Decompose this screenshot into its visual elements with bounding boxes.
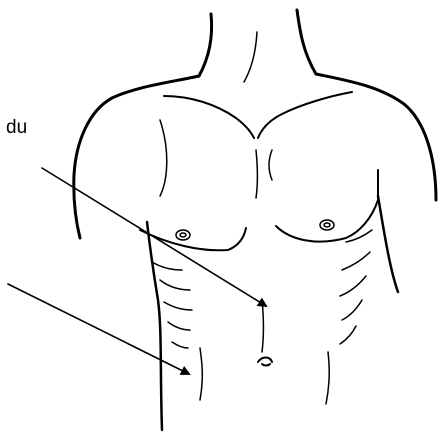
right-abdominal-line	[326, 352, 329, 404]
right-chest-mark	[269, 150, 272, 180]
arrow-upper	[42, 168, 266, 306]
left-abdominal-line	[200, 348, 202, 400]
left-pectoral-line	[140, 228, 246, 250]
right-shoulder-outline	[316, 74, 436, 200]
right-clavicle	[258, 92, 352, 138]
right-nipple	[320, 220, 334, 230]
navel	[258, 358, 272, 366]
abdominal-center-line	[262, 300, 264, 352]
neck-center-line	[244, 32, 257, 82]
arrow-lower	[8, 284, 189, 374]
left-pectoral-upper	[160, 120, 167, 196]
label-du: du	[6, 117, 27, 139]
left-inner-arm	[147, 222, 162, 430]
neck-right-outline	[297, 10, 316, 74]
right-inner-arm	[378, 196, 398, 292]
right-ribs	[340, 230, 372, 344]
left-clavicle	[164, 96, 254, 138]
neck-left-outline	[199, 14, 212, 76]
left-shoulder-outline	[74, 76, 199, 238]
left-nipple	[176, 230, 190, 240]
sternum-line	[256, 150, 258, 198]
